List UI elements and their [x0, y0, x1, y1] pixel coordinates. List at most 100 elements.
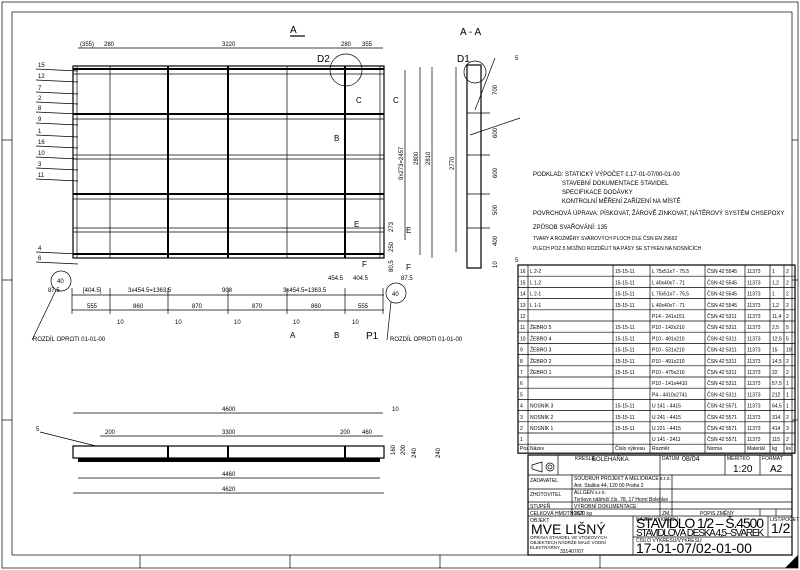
dim-row2: 555	[87, 304, 98, 310]
dim-segment: 700	[493, 84, 499, 95]
dim-right: 250	[389, 241, 395, 252]
table-header-cell: Poz.	[520, 446, 530, 452]
table-cell: P10 - 142x210	[652, 325, 685, 331]
table-cell: L 75x51x7 - 75,5	[652, 269, 689, 275]
table-cell: U 141 - 2411	[652, 437, 681, 443]
dimension-ticks	[71, 288, 384, 314]
dim-height: 240	[436, 447, 442, 458]
table-cell: 11373	[747, 392, 761, 398]
leader-line	[35, 134, 79, 138]
table-cell: P14 - 241x151	[652, 314, 685, 320]
table-cell: ŽEBRO 5	[530, 323, 552, 331]
leader-line	[35, 145, 79, 149]
general-notes: PODKLAD: STATICKÝ VÝPOČET č.17-01-07/00-…	[533, 171, 784, 252]
table-cell: 11373	[747, 336, 761, 342]
table-cell: P10 - 491x210	[652, 359, 685, 365]
scale-value: 1:20	[733, 464, 753, 475]
table-header-cell: Číslo výkresu	[615, 445, 645, 452]
table-cell: 5	[786, 336, 789, 342]
sheet-number: 1/2	[771, 520, 791, 536]
designer-line: Tyršovo nábřeží čís. 78, 17 Horní Bolehl…	[574, 497, 669, 503]
table-cell: 5	[520, 392, 523, 398]
table-cell: L 1-1	[530, 303, 541, 309]
client-line: Ant. Staška 44, 120 00 Praha 2	[574, 483, 644, 489]
table-cell: 1	[520, 437, 523, 443]
table-cell: ČSN 42 5311	[707, 313, 737, 320]
detail-mark-d2: D2	[317, 54, 330, 65]
leader-line	[35, 156, 79, 160]
table-cell: 15-15-11	[615, 370, 635, 376]
dim-row1: 404.5	[353, 276, 369, 282]
table-cell: 314	[772, 415, 781, 421]
dim-row1: 87.5	[48, 288, 60, 294]
weight-value: 1620 kg	[574, 511, 592, 517]
object-description: OPRAVA STAVIDEL VE VTOKOVÝCH OBJEKTECH N…	[530, 535, 607, 549]
weld-mark: 5	[515, 56, 519, 62]
table-cell: 11373	[747, 381, 761, 387]
dim-segment: 10	[493, 261, 499, 268]
table-cell: 15-15-11	[615, 303, 635, 309]
table-cell: 22	[772, 370, 778, 376]
section-mark-c: C	[393, 96, 399, 105]
table-cell: 11373	[747, 359, 761, 365]
table-cell: 1	[772, 269, 775, 275]
table-cell: 9	[520, 348, 523, 354]
weld-tag: 10	[175, 320, 182, 326]
dim-top: (355)	[80, 42, 94, 48]
table-cell: 15-15-11	[615, 359, 635, 365]
dim-segment: 600	[493, 167, 499, 178]
table-cell: 115	[772, 437, 780, 443]
dim-top: 355	[362, 42, 373, 48]
dim-height: 200	[401, 444, 407, 455]
table-cell: 11373	[747, 303, 761, 309]
part-label: 1	[38, 129, 42, 135]
table-cell: 15-15-11	[615, 280, 635, 286]
table-cell: 11373	[747, 437, 761, 443]
date-label: DATUM	[662, 456, 679, 462]
section-mark-b: B	[334, 134, 339, 143]
table-cell: ČSN 42 5545	[707, 291, 737, 298]
table-cell: 14	[520, 292, 526, 298]
table-cell: 12	[520, 314, 526, 320]
table-cell: 8	[520, 359, 523, 365]
drawn-label: KRESLIL	[575, 456, 596, 462]
dim-top: 280	[104, 42, 115, 48]
table-cell: L 1-2	[530, 280, 541, 286]
detail-circle: 40	[392, 292, 399, 298]
projection-symbol-icon	[531, 461, 555, 473]
table-cell: P10 - 475x210	[652, 370, 685, 376]
table-cell: 15-15-11	[615, 292, 635, 298]
table-cell: P10 - 141x4410	[652, 381, 688, 387]
dim-right: 2810	[426, 151, 432, 165]
table-cell: P10 - 531x210	[652, 348, 685, 354]
table-cell: 6	[520, 381, 523, 387]
view-mark-p1: P1	[366, 331, 379, 342]
leader-line	[35, 167, 79, 171]
section-mark-a: A	[290, 331, 296, 340]
part-label: 4	[38, 246, 42, 252]
dim-segment: 600	[493, 127, 499, 138]
part-label: 16	[38, 140, 45, 146]
section-mark-e: E	[354, 220, 359, 229]
table-cell: 2	[786, 280, 789, 286]
table-cell: 4	[520, 404, 523, 410]
table-cell: L 2-1	[530, 292, 541, 298]
part-label: 8	[38, 106, 42, 112]
detail-mark-d1: D1	[457, 54, 470, 65]
table-cell: 16	[520, 269, 526, 275]
table-cell: 15-15-11	[615, 415, 635, 421]
table-cell: 1	[786, 381, 789, 387]
stage-label: STUPEŇ	[530, 503, 551, 510]
note-line: ZPŮSOB SVAŘOVÁNÍ: 135	[533, 223, 608, 231]
part-label: 2	[38, 96, 42, 102]
date-value: 08/04	[682, 456, 700, 463]
note-line: SPECIFIKACE DODÁVKY	[562, 189, 633, 196]
table-cell: ŽEBRO 4	[530, 334, 552, 342]
table-cell: 57,5	[772, 381, 782, 387]
